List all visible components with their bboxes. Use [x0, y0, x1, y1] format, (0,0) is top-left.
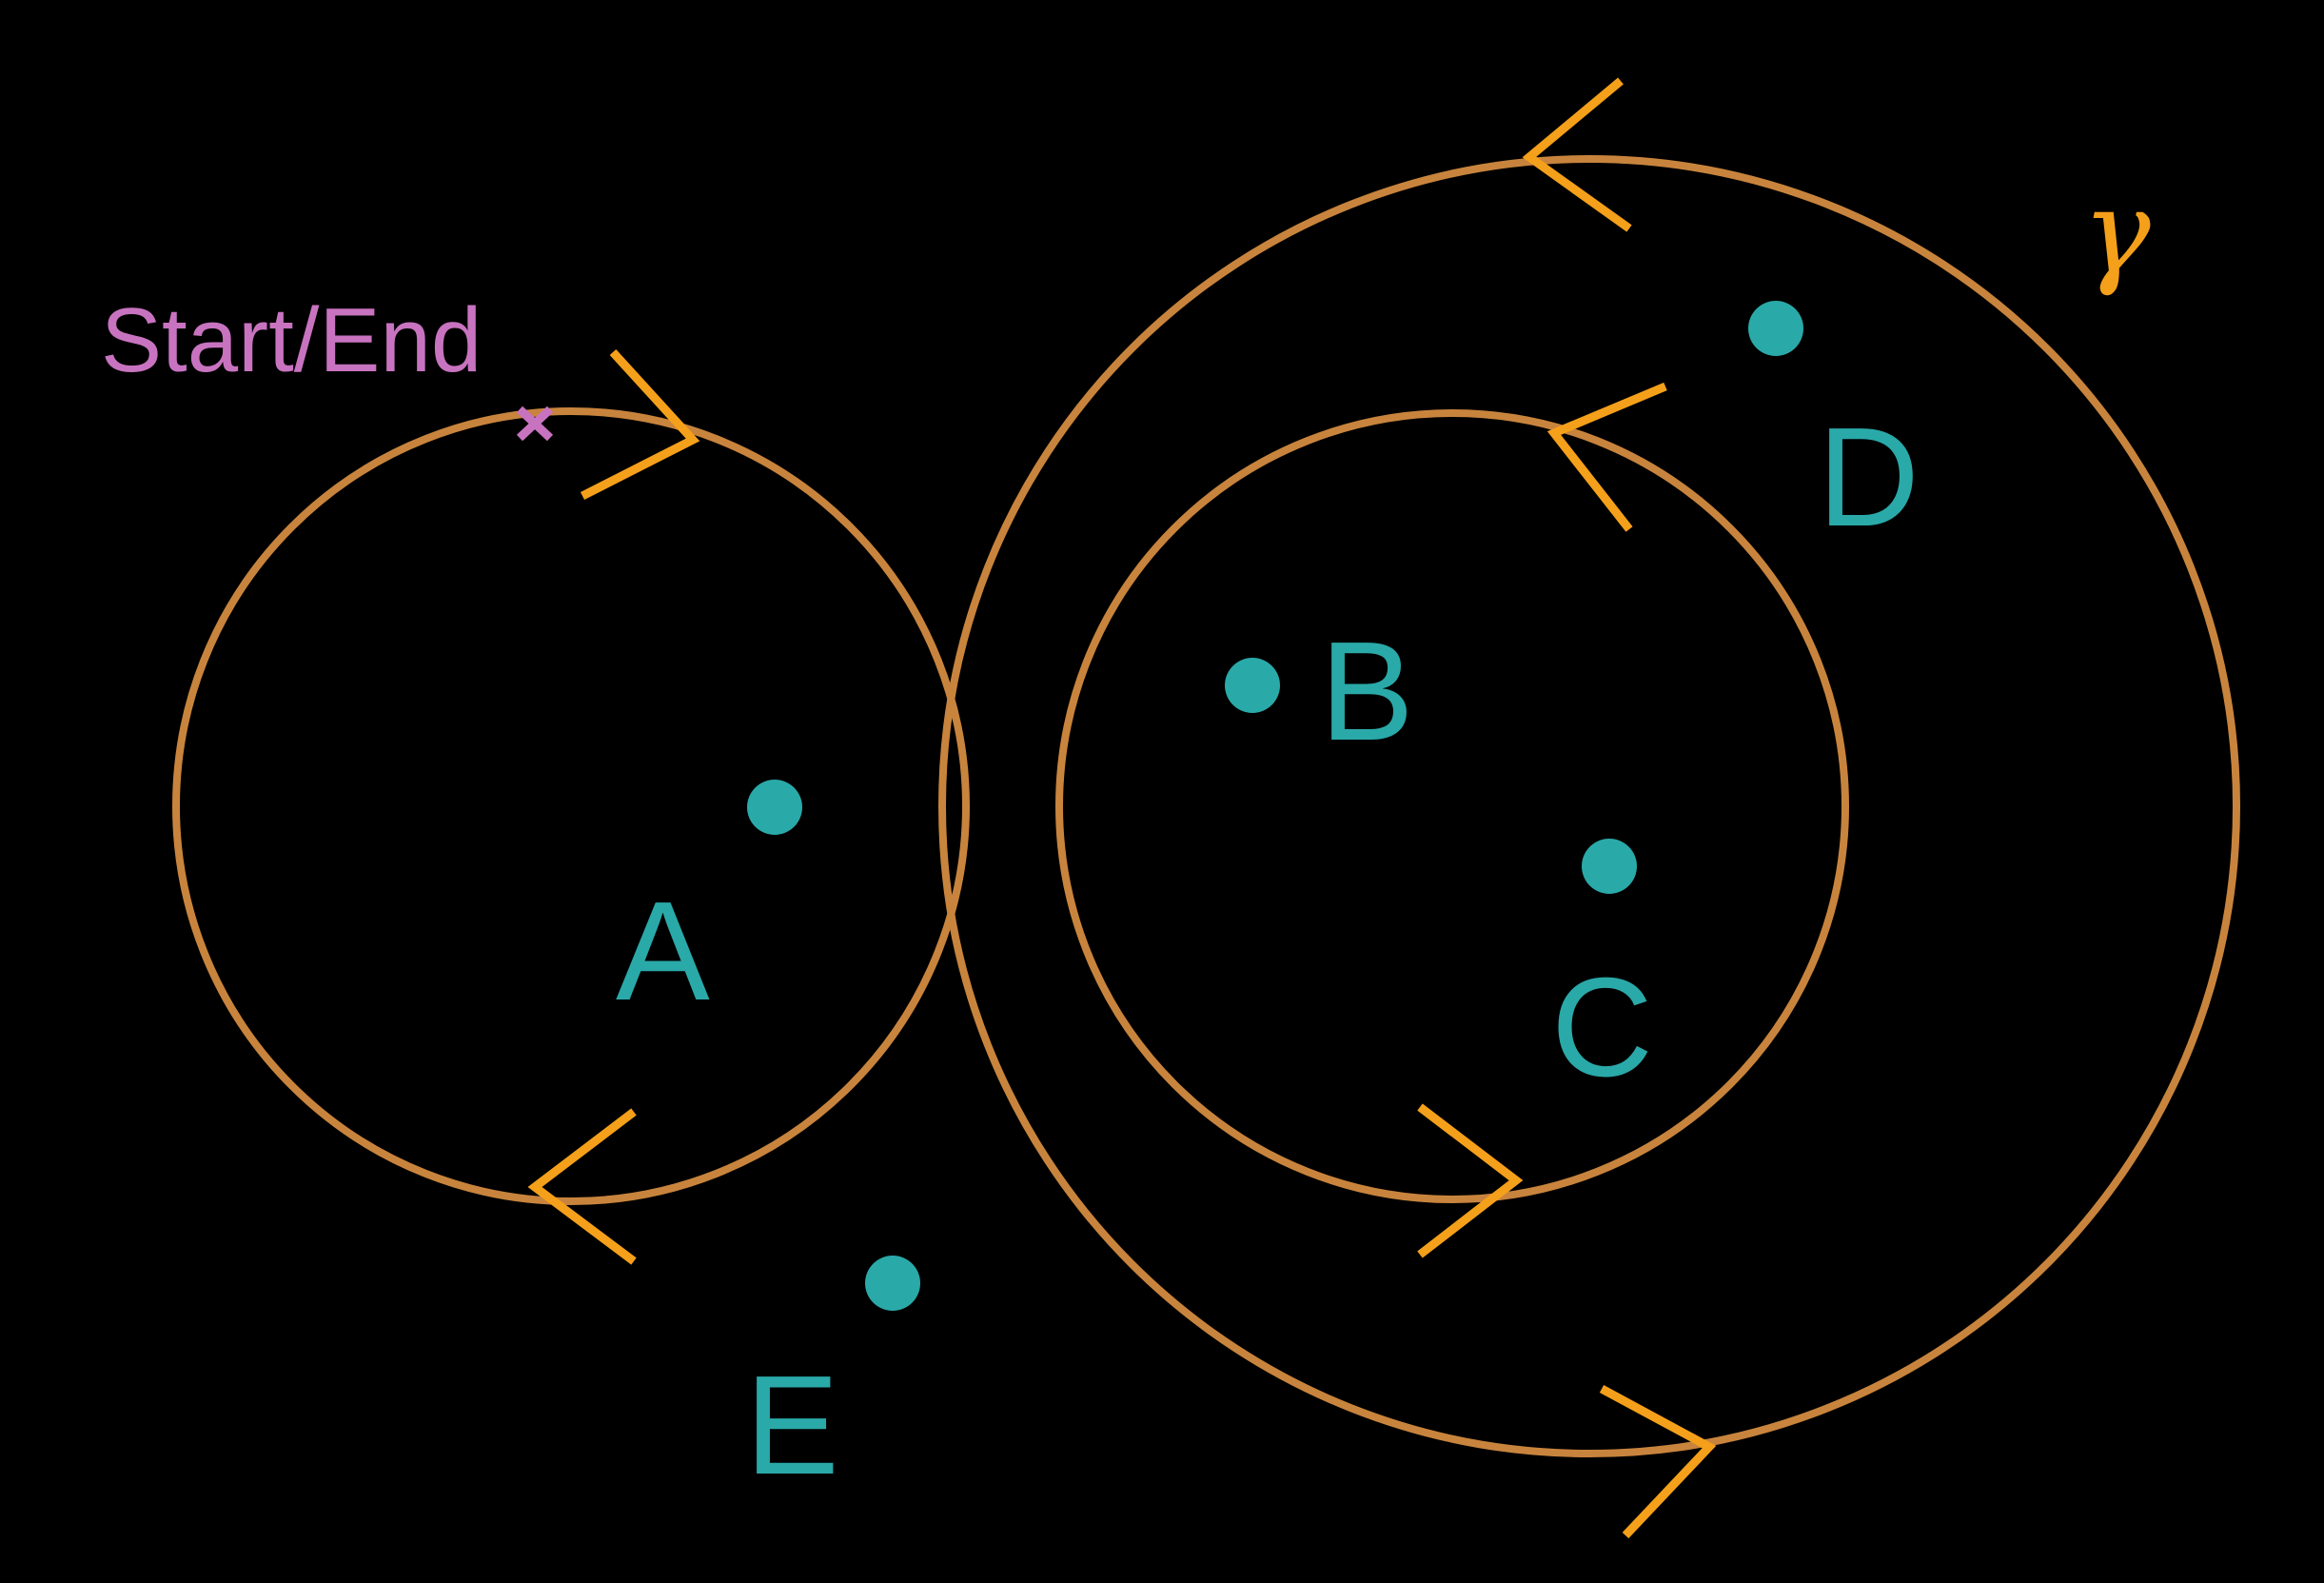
- x-mark-icon: [516, 406, 554, 442]
- point-a-dot: [747, 780, 802, 835]
- point-e-label: E: [745, 1347, 839, 1504]
- point-a-label: A: [616, 873, 710, 1030]
- start-marker: Start/End: [101, 289, 554, 442]
- point-b-label: B: [1320, 613, 1414, 770]
- point-e-dot: [865, 1256, 920, 1311]
- arrow-outer-loop-top: [1522, 77, 1632, 232]
- curve-gamma-label: γ: [2082, 167, 2151, 299]
- point-c: C: [1551, 839, 1653, 1106]
- point-a: A: [616, 780, 802, 1030]
- arrow-left-loop-bottom: [527, 1108, 637, 1265]
- arrow-inner-loop-top: [1546, 382, 1667, 532]
- arrow-inner-loop-bottom: [1417, 1103, 1524, 1258]
- arrow-outer-loop-bottom: [1599, 1385, 1717, 1539]
- point-d-dot: [1748, 301, 1803, 356]
- arrow-left-loop-top: [580, 348, 700, 501]
- outer-right-loop: [938, 155, 2240, 1457]
- point-b-dot: [1225, 658, 1280, 713]
- point-d-label: D: [1818, 399, 1920, 556]
- point-c-dot: [1582, 839, 1637, 894]
- point-b: B: [1225, 613, 1414, 770]
- inner-right-loop: [1055, 409, 1849, 1203]
- left-loop: [172, 407, 970, 1205]
- point-e: E: [745, 1256, 920, 1504]
- point-c-label: C: [1551, 949, 1653, 1106]
- point-d: D: [1748, 301, 1920, 556]
- start-end-label: Start/End: [101, 289, 482, 391]
